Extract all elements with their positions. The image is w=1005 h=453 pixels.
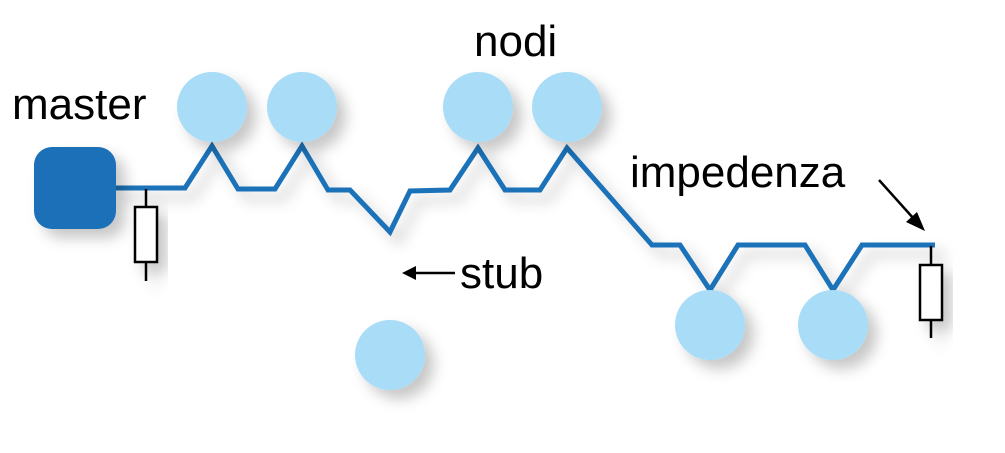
impedance-arrow [878, 179, 925, 231]
node-1 [177, 72, 247, 142]
node-3 [443, 72, 513, 142]
node-4 [532, 72, 602, 142]
termination-resistor-left [133, 189, 159, 281]
master-label: master [12, 80, 146, 129]
nodes-label: nodi [474, 17, 557, 66]
stub-label: stub [460, 249, 543, 298]
stub-arrow [402, 266, 455, 280]
impedance-label: impedenza [630, 148, 846, 197]
termination-resistor-right [918, 246, 944, 338]
node-5 [675, 290, 745, 360]
node-6 [798, 290, 868, 360]
node-stub [355, 320, 425, 390]
master-node [34, 147, 116, 229]
bus-line [112, 141, 935, 295]
node-2 [267, 72, 337, 142]
